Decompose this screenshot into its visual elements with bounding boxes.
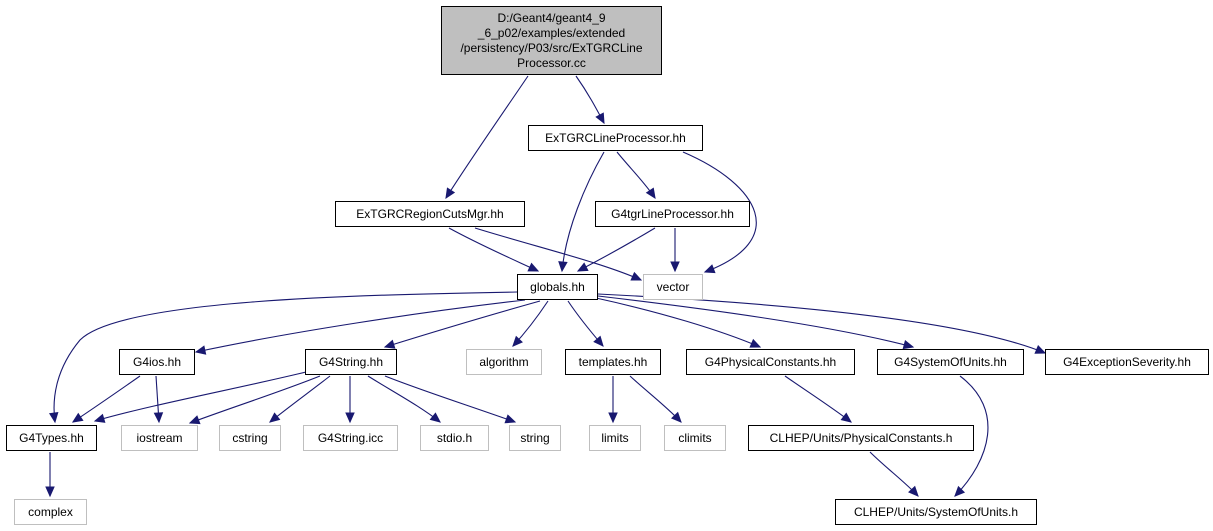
node-templates-hh[interactable]: templates.hh [565,349,661,375]
edge-g4string_hh-to-g4types_hh [93,371,307,423]
node-g4string-hh[interactable]: G4String.hh [305,349,397,375]
edge-globals_hh-to-templates_hh [567,300,604,347]
node-iostream: iostream [121,425,198,451]
edge-globals_hh-to-g4ios_hh [194,299,526,355]
node-complex: complex [14,499,87,525]
edge-root-to-regioncuts_hh [445,75,529,200]
edge-globals_hh-to-excsev_hh [597,293,1047,354]
node-clhep-physconst[interactable]: CLHEP/Units/PhysicalConstants.h [748,425,974,451]
edge-globals_hh-to-g4string_hh [383,300,541,349]
node-clhep-sysunits[interactable]: CLHEP/Units/SystemOfUnits.h [835,499,1037,525]
edge-globals_hh-to-physconst_hh [595,297,762,348]
edge-physconst_hh-to-clhep_physconst [784,375,852,423]
node-cstring: cstring [219,425,281,451]
edge-templates_hh-to-limits [608,376,618,424]
node-vector: vector [643,274,703,300]
node-climits: climits [664,425,726,451]
node-globals-hh[interactable]: globals.hh [517,274,598,300]
node-physconst-hh[interactable]: G4PhysicalConstants.hh [686,349,855,375]
node-limits: limits [589,425,641,451]
edge-lineproc_hh-to-vector [682,151,757,274]
edge-sysunits_hh-to-clhep_sysunits [954,375,989,497]
edge-g4ios_hh-to-iostream [153,375,164,424]
edge-root-to-lineproc_hh [575,75,605,125]
edge-g4tgr_hh-to-globals_hh [576,227,656,272]
edge-g4string_hh-to-string [384,375,517,424]
edge-templates_hh-to-climits [629,375,682,423]
node-regioncuts-hh[interactable]: ExTGRCRegionCutsMgr.hh [335,201,525,227]
edge-g4string_hh-to-g4string_icc [345,376,355,424]
node-root: D:/Geant4/geant4_9 _6_p02/examples/exten… [441,6,662,75]
node-lineproc-hh[interactable]: ExTGRCLineProcessor.hh [528,125,703,151]
node-stdio-h: stdio.h [420,425,489,451]
node-sysunits-hh[interactable]: G4SystemOfUnits.hh [877,349,1024,375]
node-g4types-hh[interactable]: G4Types.hh [6,425,97,451]
node-g4tgr-hh[interactable]: G4tgrLineProcessor.hh [595,201,750,227]
node-g4ios-hh[interactable]: G4ios.hh [119,349,195,375]
edge-g4string_hh-to-iostream [188,375,321,425]
edge-g4ios_hh-to-g4types_hh [71,375,141,423]
edge-regioncuts_hh-to-globals_hh [448,227,540,272]
node-string: string [509,425,561,451]
node-excsev-hh[interactable]: G4ExceptionSeverity.hh [1045,349,1209,375]
edge-g4types_hh-to-complex [45,452,55,498]
edge-globals_hh-to-algorithm [512,300,549,347]
edge-g4string_hh-to-cstring [269,375,331,423]
edge-regioncuts_hh-to-vector [474,227,643,281]
edge-g4string_hh-to-stdio_h [367,375,441,423]
edge-clhep_physconst-to-clhep_sysunits [869,451,919,497]
edge-g4tgr_hh-to-vector [670,227,680,273]
edge-lineproc_hh-to-g4tgr_hh [616,151,656,200]
edge-globals_hh-to-sysunits_hh [597,295,915,350]
edge-globals_hh-to-g4types_hh [48,291,518,424]
edge-lineproc_hh-to-globals_hh [558,151,605,273]
node-algorithm: algorithm [466,349,542,375]
node-g4string-icc: G4String.icc [303,425,398,451]
